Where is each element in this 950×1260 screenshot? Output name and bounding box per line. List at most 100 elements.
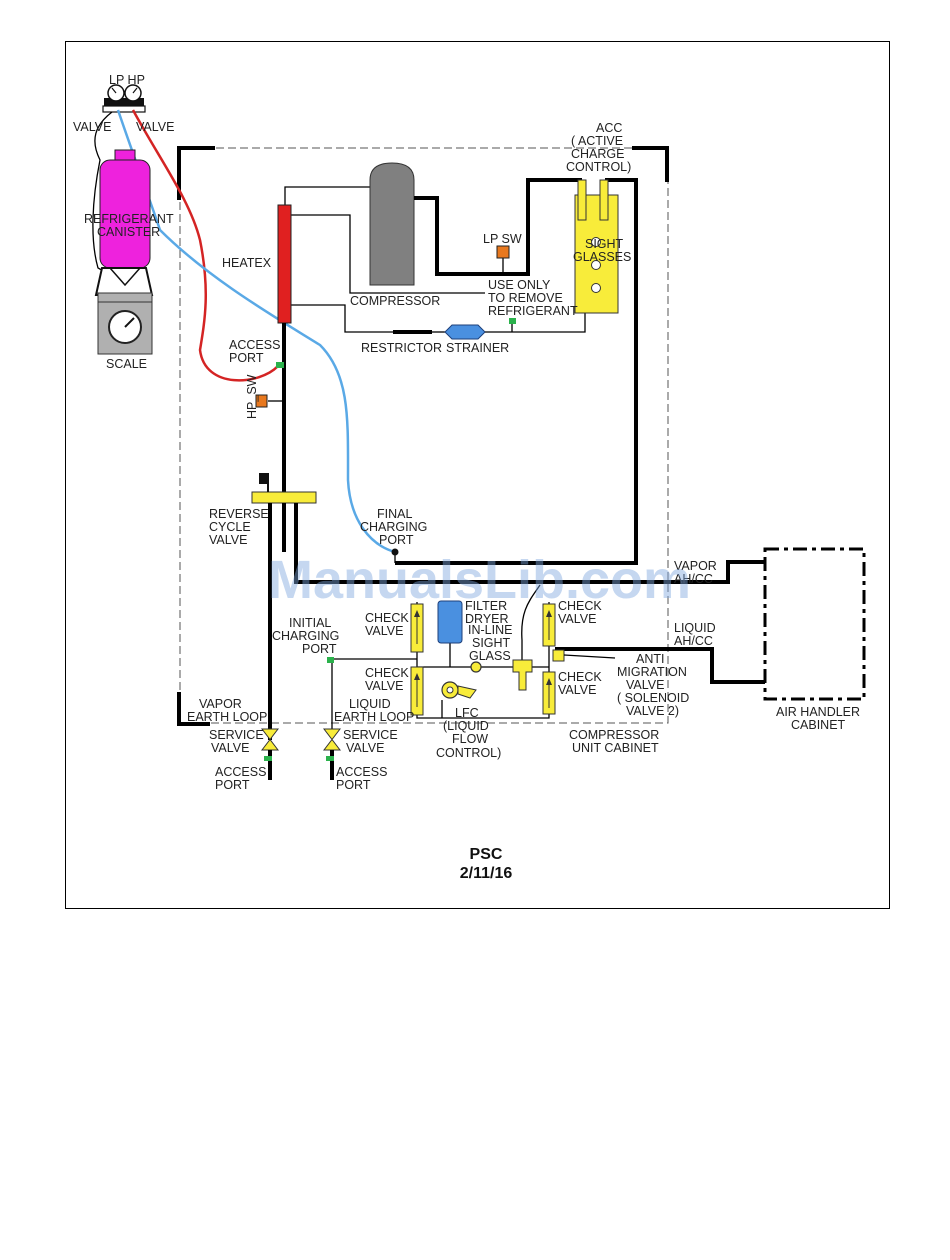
anti-migration-valve-icon — [552, 649, 565, 662]
to-remove-label: TO REMOVE — [488, 291, 563, 305]
check-valve-b-label-1: CHECK — [365, 666, 409, 680]
lfc-label-1: LFC — [455, 706, 479, 720]
access-port-label-1: ACCESS — [229, 338, 280, 352]
air-handler-cabinet-label-2: CABINET — [791, 718, 846, 732]
strainer-icon — [444, 324, 486, 340]
check-valve-b-label-2: VALVE — [365, 679, 403, 693]
compressor-label: COMPRESSOR — [350, 294, 440, 308]
vapor-earth-loop-label-2: EARTH LOOP — [187, 710, 267, 724]
acc-right-pipe — [395, 178, 638, 565]
valve-left-label: VALVE — [73, 120, 111, 134]
valve-right-label: VALVE — [136, 120, 174, 134]
vapor-ahcc-label-1: VAPOR — [674, 559, 717, 573]
lp-sw-label: LP SW — [483, 232, 522, 246]
initial-charging-port-icon — [327, 657, 334, 663]
access-port-1-label-1: ACCESS — [215, 765, 266, 779]
initial-charging-label: CHARGING — [272, 629, 339, 643]
service-valve-2-label-2: VALVE — [346, 741, 384, 755]
check-valve-a-icon — [410, 603, 424, 653]
cycle-label: CYCLE — [209, 520, 251, 534]
diagram-title: PSC — [470, 846, 503, 863]
use-only-label: USE ONLY — [488, 278, 551, 292]
initial-port-label: PORT — [302, 642, 337, 656]
vapor-earth-loop-label-1: VAPOR — [199, 697, 242, 711]
lp-hp-label: LP HP — [109, 73, 145, 87]
heatex-top-line — [284, 186, 370, 205]
access-port-2-label-2: PORT — [336, 778, 371, 792]
air-handler-cabinet-outline — [763, 547, 866, 701]
access-port-1-label-2: PORT — [215, 778, 250, 792]
hp-hose-red — [131, 109, 279, 382]
lfc-icon — [441, 681, 477, 699]
filter-label: FILTER — [465, 599, 507, 613]
glass-label: GLASS — [469, 649, 511, 663]
check-valve-c-label-1: CHECK — [558, 599, 602, 613]
am-valve-label: VALVE — [626, 678, 664, 692]
check-valve-d-icon — [542, 671, 556, 715]
compressor-unit-cabinet-label-1: COMPRESSOR — [569, 728, 659, 742]
filter-dryer-icon — [437, 600, 463, 644]
compressor-unit-cabinet-outline — [179, 147, 669, 724]
scale-label: SCALE — [106, 357, 147, 371]
inline-sight-glass-icon — [470, 661, 482, 673]
valve2-label: VALVE 2) — [626, 704, 679, 718]
refrigerant-remove-label: REFRIGERANT — [488, 304, 578, 318]
dryer-label: DRYER — [465, 612, 509, 626]
lp-hose-blue — [116, 109, 396, 554]
heatex-label: HEATEX — [222, 256, 272, 270]
lfc-label-2: (LIQUID — [443, 719, 489, 733]
charging-label: CHARGING — [360, 520, 427, 534]
check-valve-c-label-2: VALVE — [558, 612, 596, 626]
check-valve-c-icon — [542, 603, 556, 647]
refrigerant-canister — [94, 149, 154, 296]
active-label: ( ACTIVE — [571, 134, 623, 148]
glasses-label: GLASSES — [573, 250, 631, 264]
acc-sight-glasses — [574, 179, 619, 314]
check-valve-a-label-2: VALVE — [365, 624, 403, 638]
strainer-label: STRAINER — [446, 341, 509, 355]
cabinet-corner-bottom-left — [177, 692, 210, 726]
check-valve-a-label-1: CHECK — [365, 611, 409, 625]
air-handler-cabinet-label-1: AIR HANDLER — [776, 705, 860, 719]
final-label: FINAL — [377, 507, 412, 521]
strainer-to-sight-glasses — [485, 310, 586, 333]
restrictor-line — [285, 304, 395, 333]
heatex — [277, 204, 292, 324]
restrictor-label: RESTRICTOR — [361, 341, 442, 355]
solenoid-label: ( SOLENOID — [617, 691, 689, 705]
page-frame — [65, 41, 890, 909]
service-valve-1-label-2: VALVE — [211, 741, 249, 755]
reverse-cycle-valve-solenoid-icon — [259, 473, 269, 484]
compressor — [369, 162, 415, 286]
liquid-earth-loop-label-2: EARTH LOOP — [334, 710, 414, 724]
rcv-pipe-b — [294, 503, 765, 584]
lfc-label-4: CONTROL) — [436, 746, 501, 760]
access-port-heatex-icon — [276, 362, 284, 368]
heatex-to-compressor-line — [285, 214, 485, 294]
liquid-ahcc-line — [555, 647, 765, 684]
hp-sw-label: HP_SW — [245, 374, 259, 419]
canister-hose-black — [92, 111, 113, 273]
flow-wire — [521, 584, 541, 667]
cabinet-corner-top-right — [632, 146, 669, 182]
charge-label: CHARGE — [571, 147, 624, 161]
check-valve-b-icon — [410, 666, 424, 716]
hp-switch-icon — [255, 394, 268, 408]
lfc-label-3: FLOW — [452, 732, 488, 746]
lp-switch-icon — [496, 245, 510, 259]
rcv-valve-label: VALVE — [209, 533, 247, 547]
canister-label: CANISTER — [97, 225, 160, 239]
refrigerant-label: REFRIGERANT — [84, 212, 174, 226]
access-port-2-label-1: ACCESS — [336, 765, 387, 779]
gauge-manifold — [102, 84, 146, 113]
liquid-earth-loop-label-1: LIQUID — [349, 697, 391, 711]
initial-label: INITIAL — [289, 616, 331, 630]
service-valve-1-label-1: SERVICE — [209, 728, 264, 742]
control-label: CONTROL) — [566, 160, 631, 174]
anti-label: ANTI — [636, 652, 664, 666]
cabinet-corner-top-left — [177, 146, 215, 200]
watermark: ManualsLib.com — [268, 550, 691, 610]
final-charging-port-icon — [391, 548, 399, 556]
compressor-unit-cabinet-label-2: UNIT CABINET — [572, 741, 659, 755]
